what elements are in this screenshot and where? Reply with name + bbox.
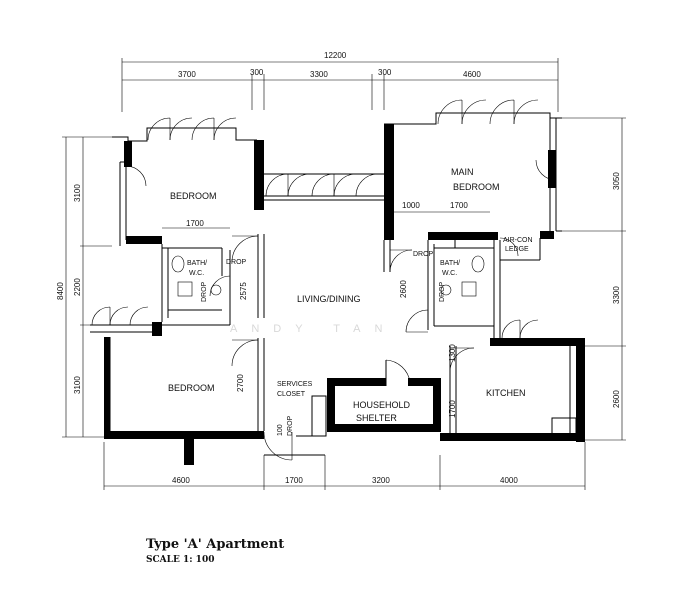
dim-bottom-4: 4000	[500, 476, 518, 485]
watermark: ANDY TAN	[230, 323, 396, 335]
room-main-bedroom-line1: MAIN	[451, 167, 474, 177]
room-bedroom-top: BEDROOM	[170, 191, 217, 201]
room-kitchen: KITCHEN	[486, 388, 526, 398]
room-shelter-line2: SHELTER	[356, 413, 397, 423]
dim-inner-1000: 1000	[402, 201, 420, 210]
dim-inner-1700-left: 1700	[186, 219, 204, 228]
drop-label-3: DROP	[413, 251, 434, 258]
room-bath-right-line2: W.C.	[442, 270, 457, 277]
dim-right-1: 3050	[612, 172, 621, 190]
dim-top-2: 300	[250, 68, 264, 77]
drop-label-5: DROP	[287, 415, 294, 436]
drop-label-2: DROP	[201, 281, 208, 302]
room-aircon-line1: AIR-CON	[503, 237, 533, 244]
room-main-bedroom-line2: BEDROOM	[453, 182, 500, 192]
dim-bottom-1: 4600	[172, 476, 190, 485]
drop-label-1: DROP	[226, 259, 247, 266]
dim-bottom-2: 1700	[285, 476, 303, 485]
drawing-scale: SCALE 1: 100	[146, 555, 215, 565]
dim-inner-1700-kitchen: 1700	[448, 400, 457, 418]
room-services-line1: SERVICES	[277, 381, 313, 388]
dim-right-3: 2600	[612, 390, 621, 408]
dim-inner-100: 100	[277, 424, 284, 436]
doors	[209, 235, 519, 461]
room-bedroom-bottom: BEDROOM	[168, 383, 215, 393]
room-bath-left-line2: W.C.	[189, 270, 204, 277]
dim-left-total: 8400	[56, 282, 65, 300]
room-aircon-line2: LEDGE	[505, 246, 529, 253]
room-bath-right-line1: BATH/	[440, 260, 460, 267]
dim-bottom-3: 3200	[372, 476, 390, 485]
fixtures	[171, 255, 485, 297]
dim-top-3: 3300	[310, 70, 328, 79]
room-services-line2: CLOSET	[277, 391, 306, 398]
room-living-dining: LIVING/DINING	[297, 294, 361, 304]
drop-label-4: DROP	[439, 281, 446, 302]
room-shelter-line1: HOUSEHOLD	[353, 400, 411, 410]
dim-inner-1700-right: 1700	[450, 201, 468, 210]
dim-right-2: 3300	[612, 286, 621, 304]
dim-inner-2575: 2575	[239, 282, 248, 300]
dim-top-5: 4600	[463, 70, 481, 79]
dim-left-3: 3100	[73, 376, 82, 394]
room-bath-left-line1: BATH/	[187, 260, 207, 267]
dim-inner-2600: 2600	[399, 280, 408, 298]
windows	[91, 99, 557, 339]
dim-left-1: 3100	[73, 184, 82, 202]
dim-top-1: 3700	[178, 70, 196, 79]
dim-top-4: 300	[378, 68, 392, 77]
drawing-title: Type 'A' Apartment	[146, 537, 285, 552]
dim-inner-1300: 1300	[448, 344, 457, 362]
dim-top-total: 12200	[324, 51, 347, 60]
dim-left-2: 2200	[73, 278, 82, 296]
walls	[104, 124, 585, 465]
dim-inner-2700: 2700	[236, 374, 245, 392]
